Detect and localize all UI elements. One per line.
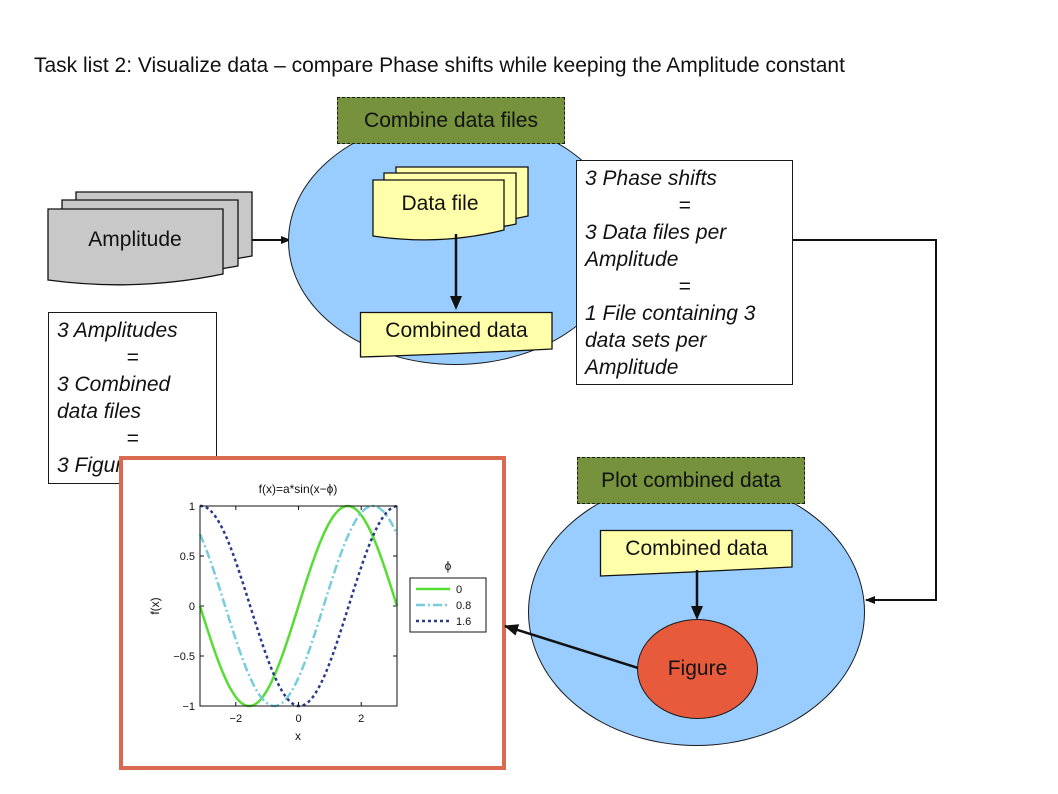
plot-combined-data-label: Plot combined data xyxy=(577,457,805,504)
combined-data-document-bottom xyxy=(599,529,793,577)
amp-note-line-3: data files xyxy=(57,400,142,423)
combined-data-label-top: Combined data xyxy=(385,319,528,342)
phase-note-line-4: 1 File containing 3 xyxy=(585,302,756,325)
amplitudes-note: 3 Amplitudes = 3 Combined data files = 3… xyxy=(48,312,217,484)
arrow-combined-to-figure xyxy=(691,570,703,620)
y-tick-label: 0.5 xyxy=(180,551,195,563)
amplitude-document-stack xyxy=(47,191,253,286)
data-file-document-stack xyxy=(372,166,529,241)
amp-note-line-2: 3 Combined xyxy=(57,373,171,396)
phase-note-equals-1: = xyxy=(678,194,691,217)
phase-shift-chart: f(x)=a*sin(x−ϕ) −2 0 2 −1 −0.5 0 0.5 1 x f(x) ϕ… xyxy=(148,482,487,743)
series-line-0 xyxy=(198,504,399,708)
arrow-figure-to-frame xyxy=(504,624,639,670)
phase-note-line-1: 3 Phase shifts xyxy=(585,167,717,190)
y-tick-label: 0 xyxy=(189,601,195,613)
combine-data-files-label: Combine data files xyxy=(337,97,565,144)
amp-note-line-1: 3 Amplitudes xyxy=(57,319,178,342)
arrow-note-to-plot xyxy=(793,239,937,604)
phase-note-line-5: data sets per xyxy=(585,329,707,352)
x-tick-label: 0 xyxy=(295,713,301,725)
y-tick-label: 1 xyxy=(189,501,195,513)
legend-label: 0 xyxy=(456,584,462,596)
phase-note-line-6: Amplitude xyxy=(585,356,679,379)
figure-node: Figure xyxy=(637,619,758,719)
phase-note-equals-2: = xyxy=(678,275,691,298)
data-file-label: Data file xyxy=(401,192,479,215)
phase-note-line-3: Amplitude xyxy=(585,248,679,271)
legend-title: ϕ xyxy=(445,559,452,573)
page-title: Task list 2: Visualize data – compare Ph… xyxy=(34,54,845,77)
x-tick-label: 2 xyxy=(358,713,364,725)
amplitude-label: Amplitude xyxy=(88,228,182,251)
phase-note-line-2: 3 Data files per xyxy=(585,221,727,244)
amp-note-equals-1: = xyxy=(126,346,139,369)
y-tick-label: −1 xyxy=(182,701,195,713)
combined-data-document-top xyxy=(359,311,553,358)
x-tick-label: −2 xyxy=(230,713,243,725)
x-axis-label: x xyxy=(295,729,301,743)
phase-shifts-note: 3 Phase shifts = 3 Data files per Amplit… xyxy=(576,160,793,385)
series-line-0-8 xyxy=(198,504,399,708)
chart-title: f(x)=a*sin(x−ϕ) xyxy=(259,482,338,496)
combined-data-label-bottom: Combined data xyxy=(625,537,768,560)
plot-axes-box xyxy=(199,505,398,707)
amp-note-equals-2: = xyxy=(126,427,139,450)
arrow-datafile-to-combined xyxy=(450,234,462,310)
legend-label: 1.6 xyxy=(456,616,471,628)
y-tick-label: −0.5 xyxy=(173,651,195,663)
legend-label: 0.8 xyxy=(456,600,471,612)
y-axis-label: f(x) xyxy=(148,597,162,614)
